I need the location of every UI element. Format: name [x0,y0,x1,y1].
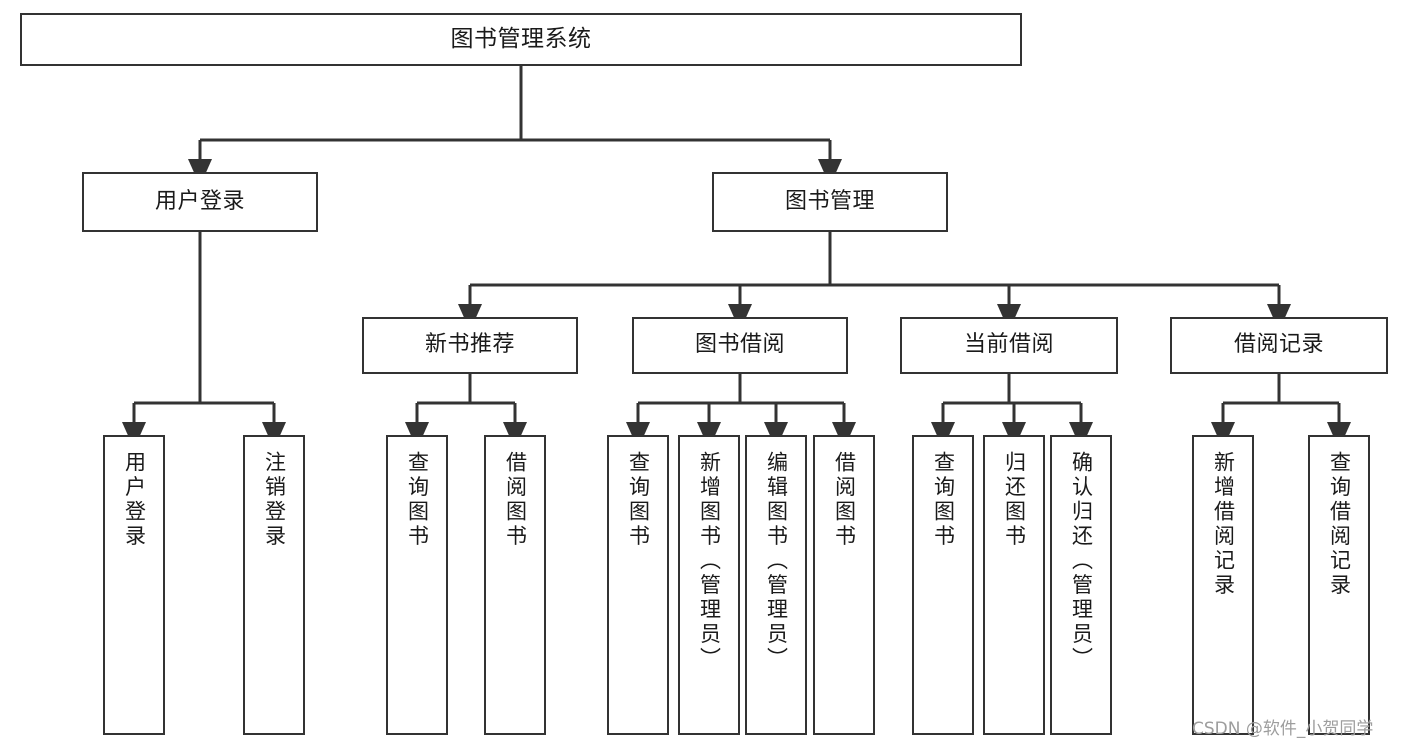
node-label: 借阅图书 [832,451,857,549]
node-leaf-nb-borrow[interactable]: 借阅图书 [484,435,546,735]
node-label: 查询图书 [931,451,956,549]
node-leaf-bo-query[interactable]: 查询图书 [607,435,669,735]
node-label: 新增借阅记录 [1211,451,1236,598]
node-leaf-cu-confirm[interactable]: 确认归还（管理员） [1050,435,1112,735]
node-leaf-user-logout[interactable]: 注销登录 [243,435,305,735]
node-label: 确认归还（管理员） [1069,451,1094,672]
node-label: 当前借阅 [963,332,1054,358]
node-label: 图书管理 [784,188,875,214]
node-leaf-user-login[interactable]: 用户登录 [103,435,165,735]
node-label: 用户登录 [154,188,245,214]
node-label: 借阅图书 [503,451,528,549]
node-root[interactable]: 图书管理系统 [20,13,1022,66]
node-borrow[interactable]: 图书借阅 [632,317,848,374]
node-newbook[interactable]: 新书推荐 [362,317,578,374]
node-label: 图书管理系统 [450,25,592,52]
node-label: 新增图书（管理员） [697,451,722,672]
node-label: 注销登录 [262,451,287,549]
watermark: CSDN @软件_小贺同学 [1192,719,1374,739]
node-records[interactable]: 借阅记录 [1170,317,1388,374]
node-label: 查询图书 [405,451,430,549]
node-leaf-rc-query[interactable]: 查询借阅记录 [1308,435,1370,735]
node-current[interactable]: 当前借阅 [900,317,1118,374]
node-leaf-bo-borrow[interactable]: 借阅图书 [813,435,875,735]
node-leaf-cu-query[interactable]: 查询图书 [912,435,974,735]
node-label: 查询图书 [626,451,651,549]
node-label: 用户登录 [122,451,147,549]
node-bookmgmt[interactable]: 图书管理 [712,172,948,232]
node-leaf-bo-edit[interactable]: 编辑图书（管理员） [745,435,807,735]
node-leaf-nb-query[interactable]: 查询图书 [386,435,448,735]
node-label: 查询借阅记录 [1327,451,1352,598]
node-label: 图书借阅 [694,332,785,358]
node-label: 归还图书 [1002,451,1027,549]
node-leaf-bo-add[interactable]: 新增图书（管理员） [678,435,740,735]
node-leaf-cu-return[interactable]: 归还图书 [983,435,1045,735]
node-login[interactable]: 用户登录 [82,172,318,232]
node-label: 编辑图书（管理员） [764,451,789,672]
node-leaf-rc-add[interactable]: 新增借阅记录 [1192,435,1254,735]
node-label: 新书推荐 [424,332,515,358]
node-label: 借阅记录 [1233,332,1324,358]
